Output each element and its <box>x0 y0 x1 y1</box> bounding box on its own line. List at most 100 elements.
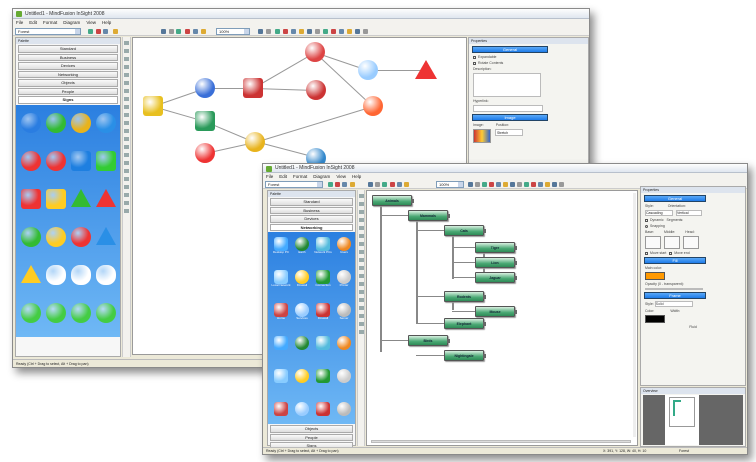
network-share-palette-item[interactable] <box>271 402 291 430</box>
tool-icon[interactable] <box>358 234 364 238</box>
tool-icon[interactable] <box>124 193 129 197</box>
yellow-square-icon[interactable] <box>46 188 66 209</box>
toolbar-button-icon[interactable] <box>328 182 333 187</box>
snapping-radio[interactable]: Snapping <box>645 224 741 228</box>
folder-palette-item[interactable] <box>271 336 291 364</box>
radio[interactable] <box>645 224 648 228</box>
overview-map[interactable] <box>643 395 743 445</box>
green-arrow-icon[interactable] <box>21 302 41 323</box>
palette-group-networking[interactable]: Networking <box>270 223 353 231</box>
toolbar-button-icon[interactable] <box>258 29 263 34</box>
zoom-combo[interactable]: 100% <box>436 181 464 188</box>
blue-circle-icon[interactable] <box>96 112 116 133</box>
main-color-picker[interactable] <box>645 272 665 280</box>
tree-node-rodents[interactable]: Rodents <box>444 291 486 302</box>
speech-bubble-icon[interactable] <box>46 264 66 285</box>
toolbar-button-icon[interactable] <box>185 29 190 34</box>
fill-section[interactable]: Fill <box>644 257 706 264</box>
menu-view[interactable]: View <box>336 174 346 179</box>
toolbar-button-icon[interactable] <box>103 29 108 34</box>
toolbar-button-icon[interactable] <box>201 29 206 34</box>
fire-palette-item[interactable] <box>313 369 333 397</box>
position-select[interactable]: Stretch <box>495 129 523 136</box>
connector-line[interactable] <box>255 106 374 143</box>
lan-palette-item[interactable]: Local Network <box>271 270 291 298</box>
thought-bubble-icon[interactable] <box>71 264 91 285</box>
toolbar-button-icon[interactable] <box>559 182 564 187</box>
network-services-palette-item[interactable]: Services <box>292 303 312 331</box>
server-rack-palette-item[interactable] <box>334 402 354 430</box>
toolbar-button-icon[interactable] <box>299 29 304 34</box>
toolbar-button-icon[interactable] <box>335 182 340 187</box>
checkbox[interactable] <box>645 218 648 222</box>
rotate-contents-checkbox[interactable]: Rotate Contents <box>473 61 584 65</box>
tree-node-mammals[interactable]: Mammals <box>408 210 450 221</box>
image-section[interactable]: Image <box>472 114 548 121</box>
tool-icon[interactable] <box>124 185 129 189</box>
expandable-checkbox[interactable]: Expandable <box>473 55 584 59</box>
general-section[interactable]: General <box>644 195 706 202</box>
tool-icon[interactable] <box>358 274 364 278</box>
toolbar-button-icon[interactable] <box>355 29 360 34</box>
network-palette-item[interactable] <box>292 369 312 397</box>
tree-node-jaguar[interactable]: Jaguar <box>475 272 517 283</box>
toolbar-button-icon[interactable] <box>266 29 271 34</box>
toolbar-button-icon[interactable] <box>307 29 312 34</box>
toolbar-button-icon[interactable] <box>96 29 101 34</box>
toolbar-button-icon[interactable] <box>113 29 118 34</box>
menu-help[interactable]: Help <box>102 20 112 25</box>
menu-edit[interactable]: Edit <box>279 174 288 179</box>
green-arrow-icon[interactable] <box>96 302 116 323</box>
user-female-icon[interactable] <box>305 42 325 62</box>
tree-node-nightingale[interactable]: Nightingale <box>444 350 486 361</box>
opacity-slider[interactable] <box>645 288 703 290</box>
palette-group-objects[interactable]: Objects <box>18 79 118 87</box>
tool-icon[interactable] <box>124 113 129 117</box>
toolbar-button-icon[interactable] <box>363 29 368 34</box>
frame-section[interactable]: Frame <box>644 292 706 299</box>
tree-node-tiger[interactable]: Tiger <box>475 242 517 253</box>
toolbar-button-icon[interactable] <box>283 29 288 34</box>
euro-green-icon[interactable] <box>46 112 66 133</box>
toolbar-button-icon[interactable] <box>503 182 508 187</box>
firewall-palette-item[interactable]: Firewall <box>313 303 333 331</box>
toolbar-button-icon[interactable] <box>468 182 473 187</box>
computers-palette-item[interactable] <box>292 402 312 430</box>
toolbar-button-icon[interactable] <box>323 29 328 34</box>
tool-icon[interactable] <box>358 330 364 334</box>
tool-icon[interactable] <box>358 194 364 198</box>
tree-node-cats[interactable]: Cats <box>444 225 486 236</box>
red-triangle-icon[interactable] <box>96 188 116 207</box>
palette-group-networking[interactable]: Networking <box>18 70 118 78</box>
network-cloud-icon[interactable] <box>358 60 378 80</box>
toolbar-button-icon[interactable] <box>538 182 543 187</box>
checkbox[interactable] <box>473 55 476 59</box>
palette-group-people[interactable]: People <box>18 87 118 95</box>
toolbar-button-icon[interactable] <box>404 182 409 187</box>
green-circle-icon[interactable] <box>21 226 41 247</box>
no-entry-icon[interactable] <box>46 150 66 171</box>
callout-bubble-icon[interactable] <box>96 264 116 285</box>
connector-line[interactable] <box>368 70 425 71</box>
red-plus-icon[interactable] <box>71 226 91 247</box>
orientation-select[interactable]: Vertical <box>676 210 702 216</box>
tool-icon[interactable] <box>124 121 129 125</box>
fire-icon[interactable] <box>363 96 383 116</box>
euro-icon[interactable] <box>245 132 265 152</box>
database-palette-item[interactable] <box>313 336 333 364</box>
tool-icon[interactable] <box>124 137 129 141</box>
yellow-triangle-icon[interactable] <box>21 264 41 283</box>
tool-icon[interactable] <box>124 81 129 85</box>
blue-square-icon[interactable] <box>71 150 91 171</box>
toolbar-button-icon[interactable] <box>88 29 93 34</box>
tool-icon[interactable] <box>358 202 364 206</box>
menu-format[interactable]: Format <box>43 20 58 25</box>
refresh-icon[interactable] <box>195 111 215 131</box>
overview-viewport[interactable] <box>665 395 699 445</box>
tool-icon[interactable] <box>358 314 364 318</box>
dollar-sign-icon[interactable] <box>21 112 41 133</box>
tool-icon[interactable] <box>124 201 129 205</box>
tree-node-lion[interactable]: Lion <box>475 257 517 268</box>
green-triangle-icon[interactable] <box>71 188 91 207</box>
toolbar-button-icon[interactable] <box>291 29 296 34</box>
